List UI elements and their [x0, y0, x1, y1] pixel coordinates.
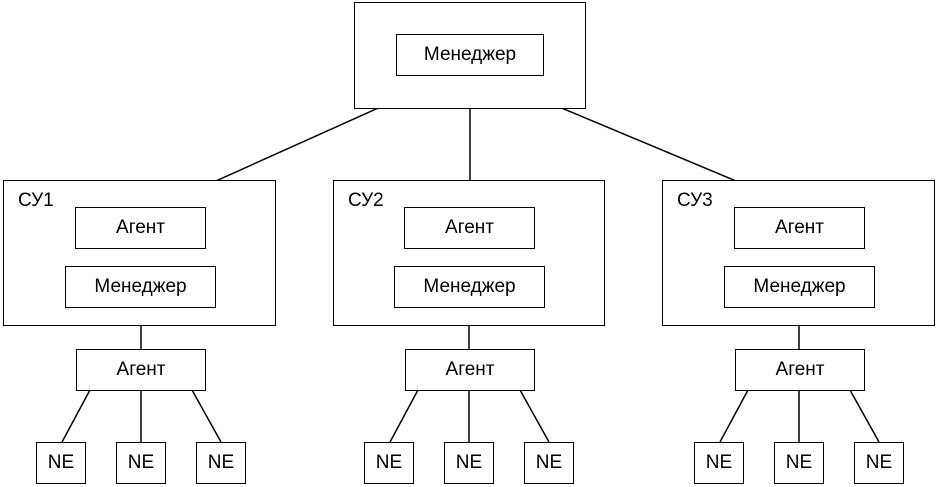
connector-agent1-ne3: [191, 389, 222, 443]
system-su1-agent-box: Агент: [75, 207, 206, 249]
system-su1-title: СУ1: [18, 190, 54, 211]
system-su2-manager-box: Менеджер: [394, 266, 545, 308]
system-su3-agent-box: Агент: [734, 207, 865, 249]
ne-node: NE: [774, 442, 824, 484]
ne-node: NE: [116, 442, 166, 484]
connector-agent3-ne3: [849, 389, 880, 443]
system-su2-agent-box: Агент: [404, 207, 535, 249]
ne-node: NE: [524, 442, 574, 484]
ne-node: NE: [854, 442, 904, 484]
system-su1-manager-box: Менеджер: [65, 266, 216, 308]
connector-agent2-ne3: [519, 389, 550, 443]
ne-node: NE: [444, 442, 494, 484]
system-su2-title: СУ2: [348, 190, 384, 211]
ne-node: NE: [694, 442, 744, 484]
ne-node: NE: [36, 442, 86, 484]
connector-agent2-ne1: [389, 389, 419, 443]
top-manager-box: Менеджер: [396, 34, 544, 76]
system-su3-manager-box: Менеджер: [724, 266, 875, 308]
ne-node: NE: [196, 442, 246, 484]
system-su3-title: СУ3: [677, 190, 713, 211]
connector-agent3-ne1: [719, 389, 749, 443]
ne-node: NE: [364, 442, 414, 484]
lower-agent-2-box: Агент: [405, 349, 535, 391]
lower-agent-3-box: Агент: [735, 349, 865, 391]
connector-agent1-ne1: [61, 389, 91, 443]
lower-agent-1-box: Агент: [76, 349, 206, 391]
